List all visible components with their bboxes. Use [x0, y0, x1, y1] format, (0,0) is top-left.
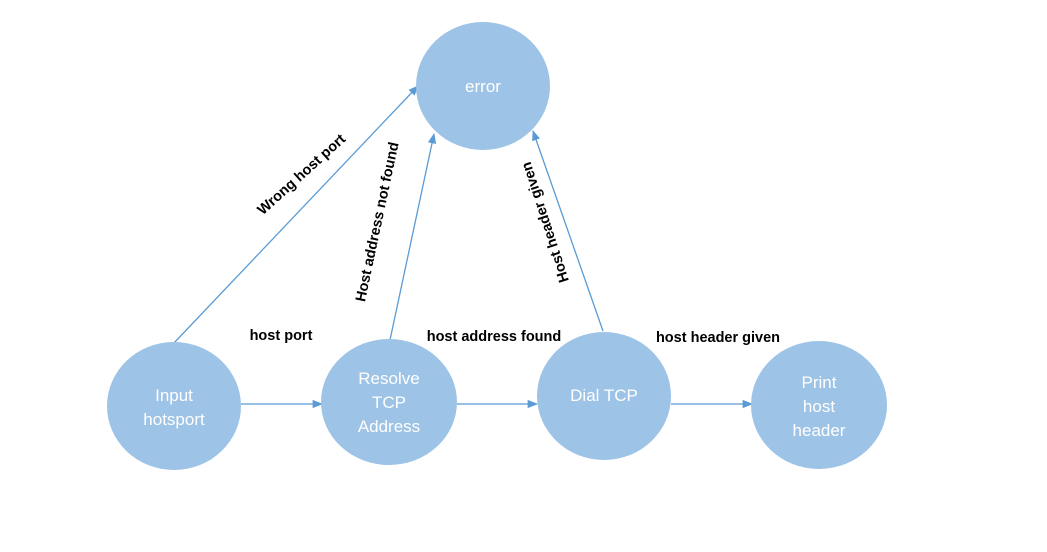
edge-labels: Wrong host port Host address not found H… — [250, 131, 780, 346]
node-resolve-label-line-1: Resolve — [358, 369, 419, 388]
node-input-label-line-2: hotsport — [143, 410, 205, 429]
node-resolve-label-line-3: Address — [358, 417, 420, 436]
node-error-label: error — [465, 77, 501, 96]
node-input: Input hotsport — [107, 342, 241, 470]
node-resolve: Resolve TCP Address — [321, 339, 457, 465]
node-dial-label: Dial TCP — [570, 386, 638, 405]
edge-dial-to-error — [532, 130, 604, 332]
edges — [173, 85, 754, 409]
node-error: error — [416, 22, 550, 150]
node-input-label-line-1: Input — [155, 386, 193, 405]
node-resolve-label-line-2: TCP — [372, 393, 406, 412]
node-input-shape — [107, 342, 241, 470]
edge-resolve-to-error — [389, 132, 437, 341]
node-print-label-line-2: host — [803, 397, 835, 416]
node-error-shape — [416, 22, 550, 150]
node-resolve-shape — [321, 339, 457, 465]
edge-label-host-header-given: host header given — [656, 330, 780, 346]
edge-label-host-port: host port — [250, 328, 313, 344]
node-dial: Dial TCP — [537, 332, 671, 460]
edge-input-to-error — [173, 85, 419, 344]
node-print-shape — [751, 341, 887, 469]
edge-label-host-address-not-found: Host address not found — [353, 141, 402, 304]
node-print: Print host header — [751, 341, 887, 469]
node-dial-shape — [537, 332, 671, 460]
node-print-label-line-3: header — [793, 421, 846, 440]
node-print-label-line-1: Print — [802, 373, 837, 392]
edge-label-wrong-host-port: Wrong host port — [255, 131, 349, 218]
edge-label-host-address-found: host address found — [427, 329, 562, 345]
